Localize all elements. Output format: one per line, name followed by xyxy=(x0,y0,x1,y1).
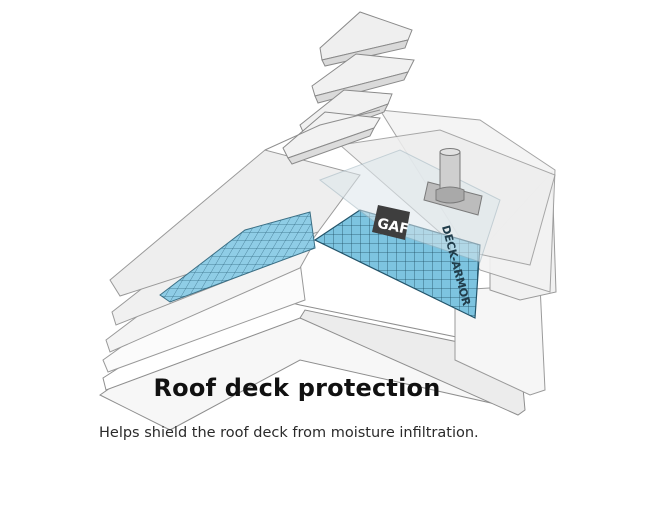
section-title: Roof deck protection xyxy=(153,374,441,402)
vent-pipe xyxy=(423,148,483,216)
section-caption: Helps shield the roof deck from moisture… xyxy=(99,425,479,441)
gaf-logo: GAF xyxy=(372,205,410,240)
ridge-line xyxy=(264,109,381,151)
left-underlayment xyxy=(159,211,316,303)
svg-text:GAF: GAF xyxy=(376,216,411,238)
